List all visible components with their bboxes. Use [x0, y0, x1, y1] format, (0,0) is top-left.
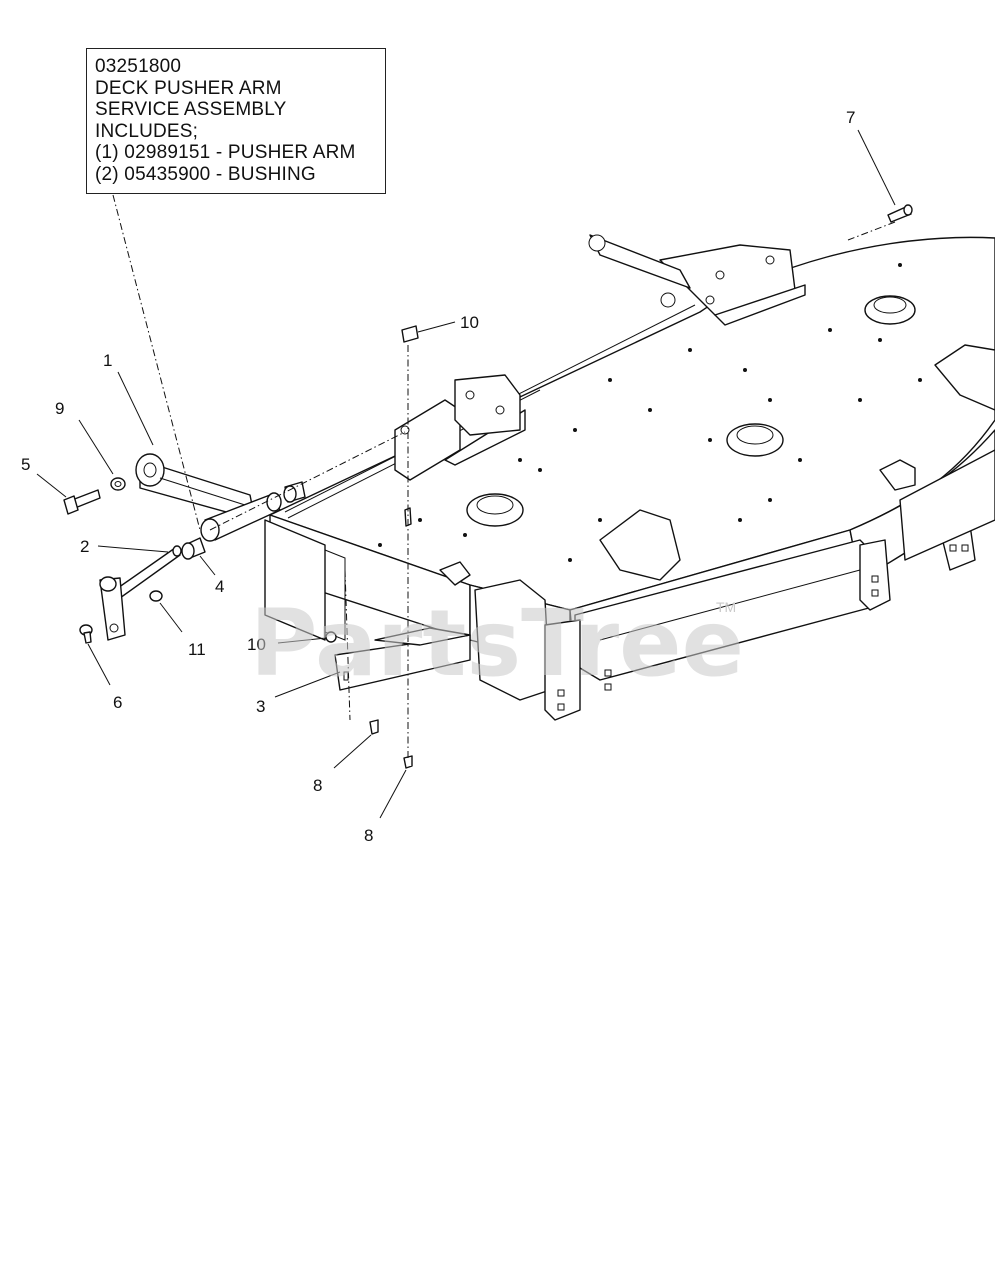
callout-line-includes: INCLUDES;: [95, 120, 199, 142]
label-part-5: 5: [21, 455, 30, 474]
service-assembly-callout: 03251800 DECK PUSHER ARM SERVICE ASSEMBL…: [86, 48, 386, 194]
callout-line-item-1: (1) 02989151 - PUSHER ARM: [95, 142, 356, 163]
watermark: PartsTree TM: [250, 590, 744, 697]
part-labels: 1 9 5 2 4 11 6 3 10 8 8 10 7: [21, 108, 855, 845]
callout-line-subtitle: SERVICE ASSEMBLY: [95, 99, 287, 120]
label-part-3: 3: [256, 697, 265, 716]
watermark-text: PartsTree: [250, 590, 744, 697]
label-part-11: 11: [188, 640, 206, 659]
label-part-10-lower: 10: [247, 635, 266, 654]
spindle-covers: [466, 295, 916, 527]
watermark-tm: TM: [716, 599, 736, 615]
label-part-2: 2: [80, 537, 89, 556]
label-part-10-upper: 10: [460, 313, 479, 332]
callout-line-item-2: (2) 05435900 - BUSHING: [95, 163, 316, 185]
label-part-8-left: 8: [313, 776, 322, 795]
front-brackets: [439, 344, 995, 721]
deck-shield: [334, 627, 471, 691]
centerlines: [112, 194, 896, 760]
label-part-9: 9: [55, 399, 64, 418]
label-part-1: 1: [103, 351, 112, 370]
callout-line-part-number: 03251800: [95, 56, 182, 77]
callout-line-title: DECK PUSHER ARM: [95, 77, 282, 99]
label-part-6: 6: [113, 693, 122, 712]
label-part-7: 7: [846, 108, 855, 127]
pusher-arm-assembly: [63, 453, 306, 644]
hardware: [325, 204, 913, 769]
label-part-8-right: 8: [364, 826, 373, 845]
leader-lines: [36, 129, 896, 819]
rear-hanger-brackets: [394, 234, 806, 481]
label-part-4: 4: [215, 577, 224, 596]
